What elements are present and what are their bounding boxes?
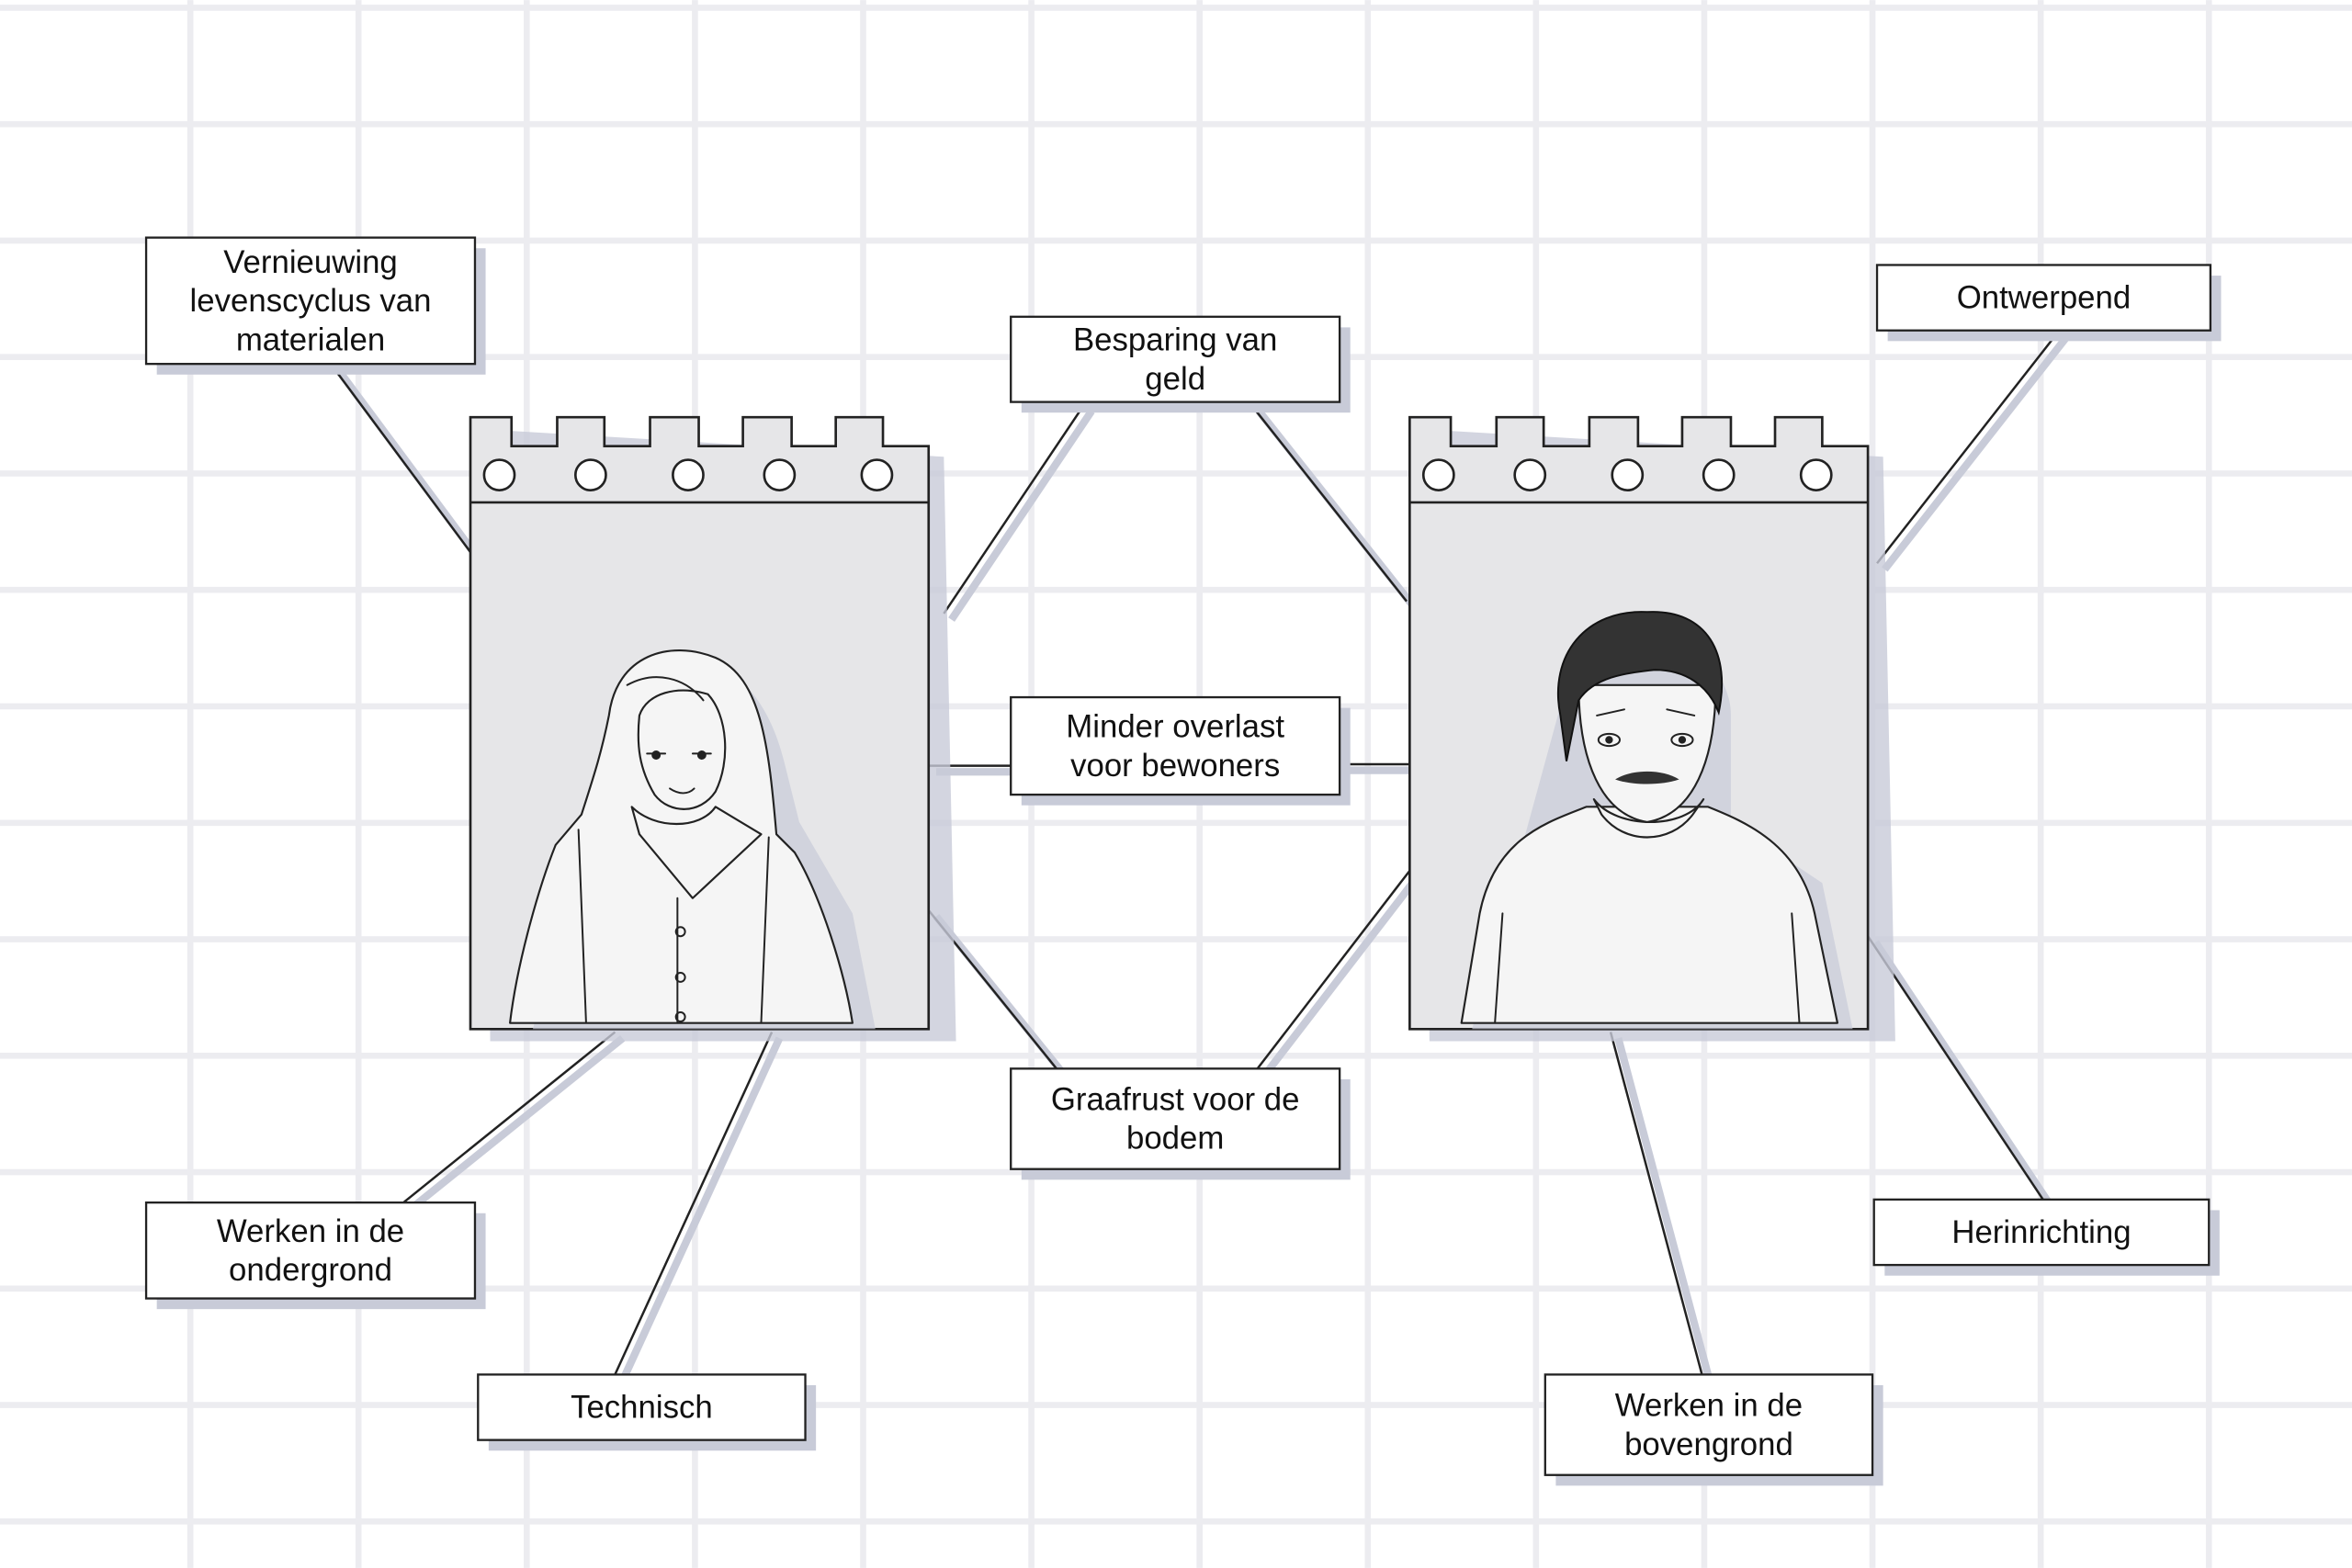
label-text: bovengrond <box>1624 1427 1793 1462</box>
label-text: Technisch <box>571 1391 713 1426</box>
ring-holes <box>1421 458 1833 492</box>
ring-holes <box>482 458 894 492</box>
persona-card-man <box>1408 415 1895 1042</box>
label-box-werken-ondergrond: Werken in de ondergrond <box>144 1201 486 1310</box>
connector-line <box>1609 1032 1703 1375</box>
connector-line <box>1250 404 1408 603</box>
label-text: Vernieuwing <box>223 245 398 280</box>
connector-shadow <box>1614 1037 1713 1382</box>
connectors <box>331 331 2069 1382</box>
connector-line <box>402 1031 616 1204</box>
connector-shadow <box>933 914 1068 1077</box>
connector-shadow <box>618 1036 784 1382</box>
connector-shadow <box>1261 874 1420 1077</box>
connector-shadow <box>948 409 1095 622</box>
label-text: ondergrond <box>229 1253 392 1288</box>
label-text: levenscyclus van <box>190 284 432 319</box>
woman-illustration <box>509 649 876 1030</box>
label-box-technisch: Technisch <box>477 1373 817 1451</box>
label-text: Werken in de <box>1615 1389 1803 1424</box>
connector-line <box>1256 870 1411 1070</box>
label-text: voor bewoners <box>1070 749 1280 784</box>
label-text: Minder overlast <box>1066 710 1284 745</box>
label-text: Ontwerpend <box>1957 281 2131 316</box>
label-text: bodem <box>1126 1122 1224 1156</box>
label-box-minder-overlast: Minder overlast voor bewoners <box>1010 695 1351 806</box>
label-box-graafrust: Graafrust voor de bodem <box>1010 1067 1351 1180</box>
label-text: Werken in de <box>217 1214 404 1249</box>
label-box-besparing: Besparing van geld <box>1010 315 1351 413</box>
connector-shadow <box>408 1034 626 1213</box>
man-illustration <box>1460 611 1853 1030</box>
label-text: Graafrust voor de <box>1051 1083 1300 1118</box>
connector-shadow <box>336 368 488 570</box>
label-box-ontwerpend: Ontwerpend <box>1875 264 2222 342</box>
label-text: materialen <box>236 322 385 357</box>
connector-line <box>1876 331 2060 565</box>
connector-shadow <box>1871 940 2054 1208</box>
label-text: Herinrichting <box>1951 1215 2131 1250</box>
connector-line <box>943 404 1085 615</box>
label-text: geld <box>1145 362 1205 397</box>
connector-shadow <box>1256 408 1418 610</box>
connector-line <box>1867 935 2044 1201</box>
connector-line <box>614 1032 774 1375</box>
label-text: Besparing van <box>1073 323 1277 358</box>
connector-line <box>331 365 478 561</box>
connector-shadow <box>1882 335 2069 572</box>
persona-card-woman <box>469 415 956 1042</box>
label-box-herinrichting: Herinrichting <box>1872 1198 2220 1276</box>
